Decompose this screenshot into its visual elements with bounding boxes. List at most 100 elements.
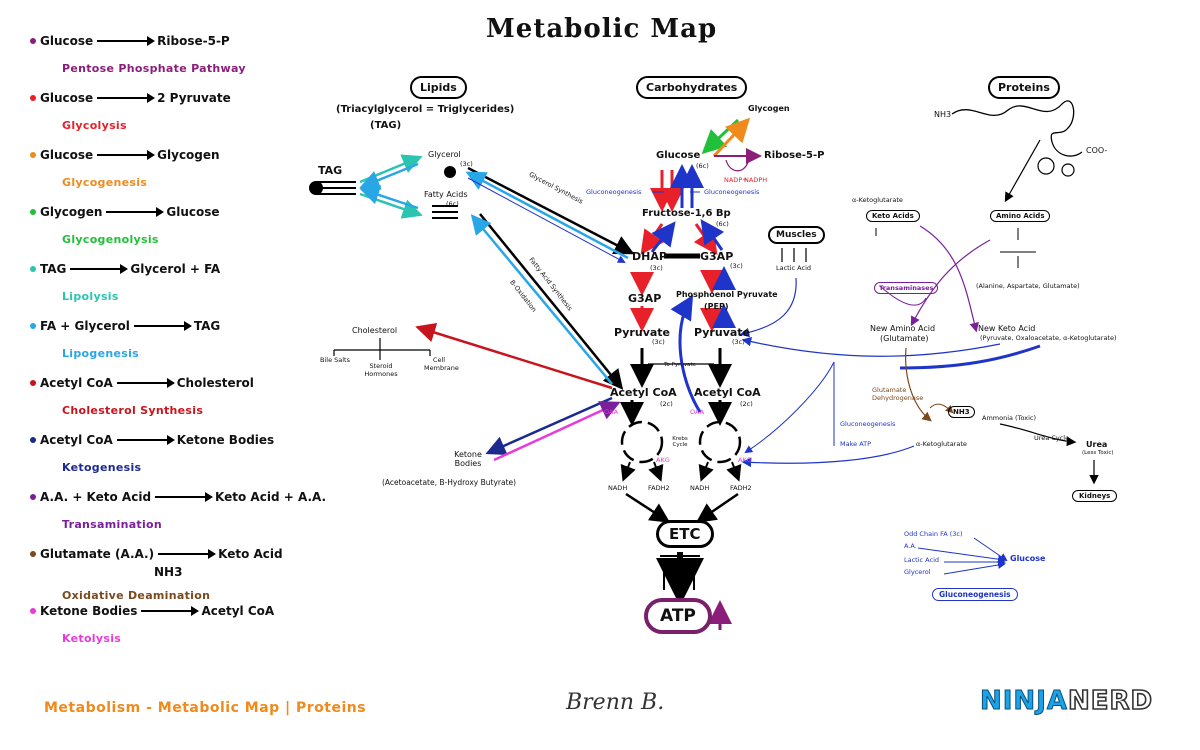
amino-acids-label: Amino Acids (990, 210, 1051, 222)
new-amino-acid-label: New Amino Acid (870, 324, 936, 333)
pep-abbr: (PEP) (704, 302, 729, 311)
steroid-hormones-label: Steroid Hormones (364, 362, 398, 378)
glutamate-dehydrogenase-label: Glutamate Dehydrogenase (872, 386, 924, 402)
legend-reactant: Glucose (40, 91, 94, 105)
ninja-nerd-logo: NINJANERD (980, 685, 1153, 717)
legend-reactant: Ketone Bodies (40, 604, 138, 618)
fadh2-left-label: FADH2 (648, 484, 670, 492)
kidneys-label: Kidneys (1072, 490, 1118, 502)
legend-reaction: TAG Glycerol + FA (30, 262, 220, 276)
legend-product: Glycerol + FA (130, 262, 221, 276)
arrow-right-icon (97, 93, 156, 103)
arrow-right-icon (155, 492, 214, 502)
legend-color-dot (30, 266, 36, 272)
atp-label: ATP (644, 598, 712, 634)
arrow-right-icon (97, 36, 156, 46)
ammonia-label: Ammonia (Toxic) (982, 414, 1037, 422)
legend-reaction: Glycogen Glucose (30, 205, 220, 219)
akg-right-label: AKG (738, 456, 752, 464)
gng-box-label: Gluconeogenesis (932, 588, 1018, 601)
legend-color-dot (30, 209, 36, 215)
legend-pathway-name: Glycogenesis (62, 176, 148, 189)
akg-top-label: α-Ketoglutarate (852, 196, 903, 204)
legend-product: TAG (193, 319, 221, 333)
legend-reactant: TAG (40, 262, 67, 276)
gluconeogenesis-right-label: Gluconeogenesis (704, 188, 760, 196)
dhap-carbons: (3c) (650, 264, 663, 272)
pyruvate-right-label: Pyruvate (694, 326, 751, 339)
pep-label: Phosphoenol Pyruvate (676, 290, 778, 299)
legend-product: Glycogen (157, 148, 220, 162)
legend-reactant: Glycogen (40, 205, 103, 219)
legend-product: Glucose (166, 205, 220, 219)
cholesterol-label: Cholesterol (352, 326, 398, 335)
acetyl-coa-right-label: Acetyl CoA (694, 386, 761, 399)
fatty-acids-label: Fatty Acids (424, 190, 468, 199)
fructose-bp-label: Fructose-1,6 Bp (642, 208, 731, 219)
gng-item-glycerol: Glycerol (904, 568, 931, 576)
krebs-cycle-label: Krebs Cycle (672, 436, 688, 448)
gng-item-odd-chain: Odd Chain FA (3c) (904, 530, 963, 538)
arrow-right-icon (116, 435, 175, 445)
legend-pathway-name: Pentose Phosphate Pathway (62, 62, 246, 75)
protein-coo-label: COO- (1086, 146, 1108, 155)
glycogen-label: Glycogen (748, 104, 790, 113)
legend-color-dot (30, 38, 36, 44)
legend-byproduct: NH3 (154, 565, 183, 579)
legend-product: Ribose-5-P (157, 34, 230, 48)
legend-reactant: Acetyl CoA (40, 376, 113, 390)
legend-color-dot (30, 380, 36, 386)
legend-reactant: Glucose (40, 34, 94, 48)
legend-color-dot (30, 323, 36, 329)
signature: Brenn B. (566, 690, 665, 715)
fructose-bp-carbons: (6c) (716, 220, 729, 228)
acetyl-coa-left-label: Acetyl CoA (610, 386, 677, 399)
g3ap-label: G3AP (628, 292, 662, 305)
legend-color-dot (30, 95, 36, 101)
muscles-label: Muscles (768, 226, 825, 244)
nadp-label: NADP+ (724, 176, 748, 184)
urea-label: Urea (1086, 440, 1108, 449)
glycerol-carbons: (3c) (460, 160, 473, 168)
legend-pathway-name: Ketolysis (62, 632, 122, 645)
fadh2-right-label: FADH2 (730, 484, 752, 492)
legend-reactant: A.A. + Keto Acid (40, 490, 152, 504)
lactic-acid-label: Lactic Acid (776, 264, 812, 272)
legend-pathway-name: Lipogenesis (62, 347, 140, 360)
glucose-label: Glucose (656, 150, 701, 161)
keto-acids-label: Keto Acids (866, 210, 920, 222)
to-pyruvate-label: To Pyruvate (664, 362, 697, 368)
gluconeogenesis-left-label: Gluconeogenesis (586, 188, 642, 196)
new-amino-acid-example: (Glutamate) (880, 334, 929, 343)
logo-part-1: NINJA (980, 686, 1068, 717)
pyruvate-left-label: Pyruvate (614, 326, 671, 339)
legend-reactant: Glutamate (A.A.) (40, 547, 155, 561)
nadph-label: NADPH (744, 176, 768, 184)
gng-item-aa: A.A. (904, 542, 917, 550)
fatty-acids-carbons: (6c) (446, 200, 459, 208)
legend-pathway-name: Ketogenesis (62, 461, 142, 474)
legend-pathway-name: Lipolysis (62, 290, 119, 303)
protein-nh3-label: NH3 (934, 110, 952, 119)
transaminases-label: Transaminases (874, 282, 939, 294)
carbohydrates-header: Carbohydrates (636, 76, 748, 99)
ketone-bodies-note: (Acetoacetate, B-Hydroxy Butyrate) (382, 478, 517, 487)
new-keto-acid-label: New Keto Acid (978, 324, 1036, 333)
akg-bottom-label: α-Ketoglutarate (916, 440, 967, 448)
legend-pathway-name: Glycolysis (62, 119, 127, 132)
ketone-bodies-label: Ketone Bodies (454, 450, 482, 468)
oaa-right-label: OAA (690, 408, 705, 416)
legend-color-dot (30, 551, 36, 557)
g3ap-top-label: G3AP (700, 250, 734, 263)
tag-abbr: (TAG) (370, 120, 402, 131)
acetyl-coa-left-carbons: (2c) (660, 400, 673, 408)
etc-label: ETC (656, 520, 714, 548)
urea-note-label: (Less Toxic) (1082, 450, 1114, 456)
